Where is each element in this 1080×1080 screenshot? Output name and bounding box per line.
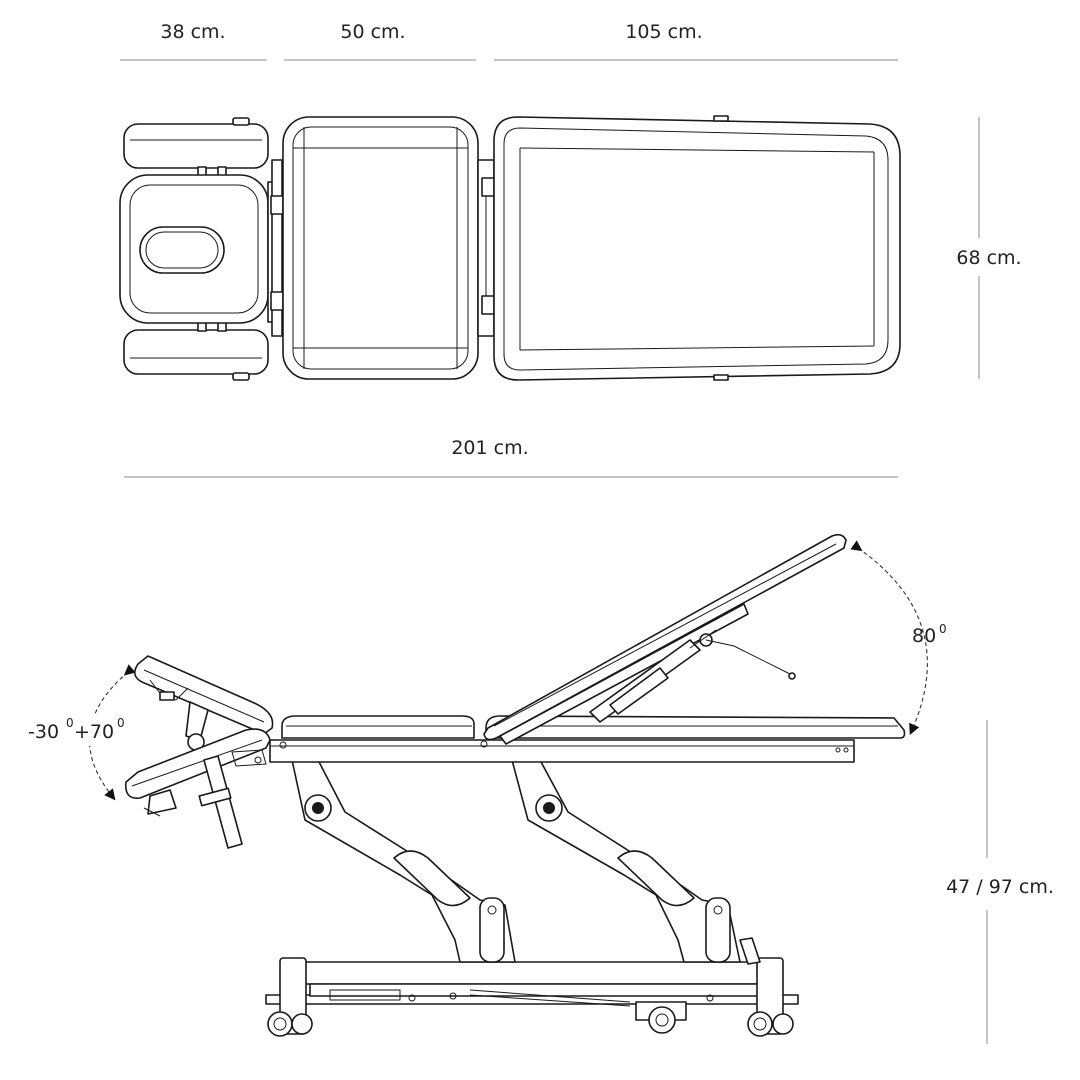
back-angle-degree-mark: 0 (939, 622, 947, 636)
side-view: 80 0 -30 0 +70 0 (26, 533, 947, 1037)
head-angle-degree-mark-2: 0 (117, 716, 125, 730)
back-length-label: 105 cm. (625, 21, 702, 43)
top-middle-section (282, 116, 479, 380)
total-length-label: 201 cm. (451, 437, 528, 459)
face-hole (139, 226, 225, 274)
head-angle-label: -30 (28, 721, 59, 743)
total-length-dimension: 201 cm. (124, 437, 898, 478)
top-armrest-upper (123, 123, 269, 169)
width-label: 68 cm. (956, 247, 1021, 269)
wheel-right (747, 1011, 773, 1037)
height-range-label: 47 / 97 cm. (946, 876, 1054, 898)
head-length-label: 38 cm. (160, 21, 225, 43)
side-middle-cushion (281, 715, 475, 739)
wheel-right-2 (772, 1013, 794, 1035)
center-caster (648, 1006, 676, 1034)
head-angle-degree-mark: 0 (66, 716, 74, 730)
top-view (119, 115, 901, 381)
main-frame-rail (269, 739, 855, 763)
top-dimension-labels: 38 cm. 50 cm. 105 cm. (120, 21, 898, 61)
back-angle-label: 80 (912, 625, 936, 647)
raised-backrest (483, 533, 847, 745)
top-back-section (493, 116, 901, 381)
top-armrest-lower (123, 329, 269, 375)
back-angle-arc (850, 540, 928, 736)
head-angle-label-2: +70 (74, 721, 114, 743)
wheel-left (267, 1011, 293, 1037)
height-dimension: 47 / 97 cm. (946, 720, 1054, 1044)
middle-length-label: 50 cm. (340, 21, 405, 43)
side-headrest-assembly (124, 655, 274, 849)
width-dimension: 68 cm. (950, 117, 1032, 379)
wheel-left-2 (291, 1013, 313, 1035)
